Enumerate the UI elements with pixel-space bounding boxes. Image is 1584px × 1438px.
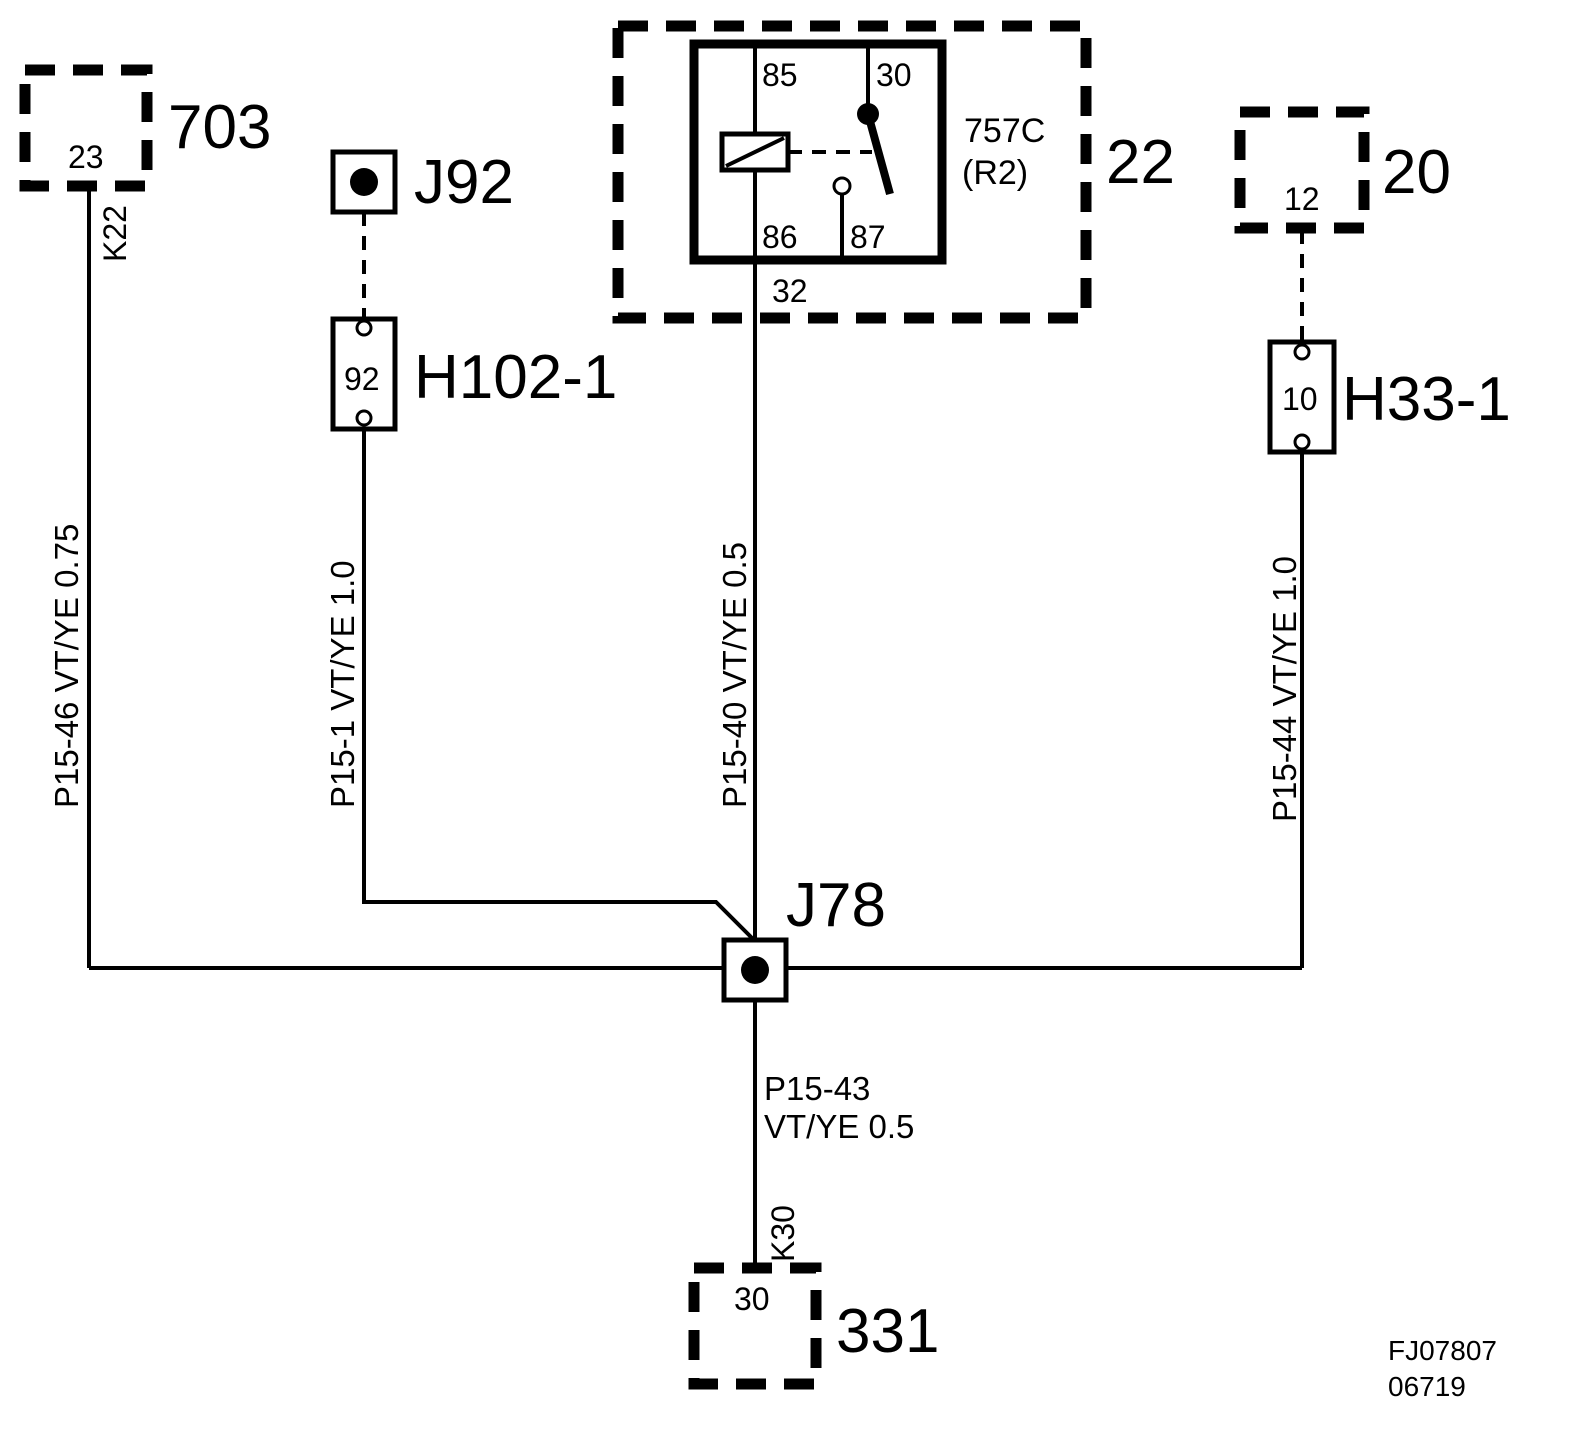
component-331-wire-tag: K30 bbox=[765, 1205, 801, 1262]
connector-h33-1-label: H33-1 bbox=[1342, 365, 1511, 434]
connector-h102-1-pin: 92 bbox=[344, 361, 380, 397]
component-20-label: 20 bbox=[1382, 138, 1451, 207]
component-703-label: 703 bbox=[168, 93, 271, 162]
component-331-label: 331 bbox=[836, 1297, 939, 1366]
connector-j92: J92 bbox=[330, 148, 514, 217]
component-703-wire-tag: K22 bbox=[97, 205, 133, 262]
wire-p15-44-label: P15-44 VT/YE 1.0 bbox=[1266, 556, 1303, 822]
component-20: 12 20 bbox=[1234, 106, 1451, 234]
component-703: 23 703 K22 bbox=[19, 64, 271, 262]
connector-h102-1: 92 H102-1 bbox=[330, 316, 617, 432]
relay-757c-box bbox=[689, 39, 947, 265]
wire-p15-43-label-line2: VT/YE 0.5 bbox=[764, 1108, 914, 1145]
relay-pin-86: 86 bbox=[762, 219, 798, 255]
connector-h102-1-term-bottom bbox=[355, 409, 373, 427]
connector-j78: J78 bbox=[721, 871, 886, 1003]
relay-pin-87: 87 bbox=[850, 219, 886, 255]
component-22-label: 22 bbox=[1106, 128, 1175, 197]
wire-p15-1 bbox=[362, 430, 756, 942]
component-331-box bbox=[688, 1262, 822, 1390]
component-703-box bbox=[19, 64, 153, 192]
component-331: 30 331 K30 bbox=[688, 1205, 939, 1390]
connector-h33-1-pin: 10 bbox=[1282, 381, 1318, 417]
connector-j78-label: J78 bbox=[786, 871, 886, 940]
component-22-box bbox=[612, 20, 1092, 324]
relay-coil-slash bbox=[725, 136, 785, 168]
component-20-box bbox=[1234, 106, 1370, 234]
component-22-pin-out: 32 bbox=[772, 273, 808, 309]
connector-h33-1: 10 H33-1 bbox=[1267, 339, 1511, 455]
connector-j92-dot bbox=[350, 168, 378, 196]
connector-j92-label: J92 bbox=[414, 148, 514, 217]
component-703-pin: 23 bbox=[68, 139, 104, 175]
connector-h102-1-box bbox=[330, 316, 398, 432]
connector-h102-1-label: H102-1 bbox=[414, 343, 617, 412]
connector-j78-dot bbox=[741, 956, 769, 984]
relay-pin-85: 85 bbox=[762, 57, 798, 93]
relay-757c-sub: (R2) bbox=[962, 154, 1028, 192]
connector-h33-1-term-bottom bbox=[1293, 433, 1311, 451]
relay-pin-30: 30 bbox=[876, 57, 912, 93]
connector-h102-1-term-top bbox=[355, 319, 373, 337]
component-20-pin: 12 bbox=[1284, 181, 1320, 217]
footer-ref-2: 06719 bbox=[1388, 1371, 1466, 1402]
relay-757c-name: 757C bbox=[964, 112, 1045, 150]
component-22: 22 757C (R2) 85 30 86 87 32 bbox=[612, 20, 1175, 324]
wire-p15-40-label: P15-40 VT/YE 0.5 bbox=[716, 542, 753, 808]
wire-p15-46-label: P15-46 VT/YE 0.75 bbox=[48, 524, 85, 808]
wire-p15-1-label: P15-1 VT/YE 1.0 bbox=[324, 560, 361, 808]
footer-ref-1: FJ07807 bbox=[1388, 1335, 1497, 1366]
component-331-pin: 30 bbox=[734, 1281, 770, 1317]
wire-p15-43-label-line1: P15-43 bbox=[764, 1070, 870, 1107]
connector-h33-1-term-top bbox=[1293, 343, 1311, 361]
relay-contact-87-term bbox=[832, 176, 852, 196]
relay-switch-arm-icon bbox=[864, 112, 894, 196]
